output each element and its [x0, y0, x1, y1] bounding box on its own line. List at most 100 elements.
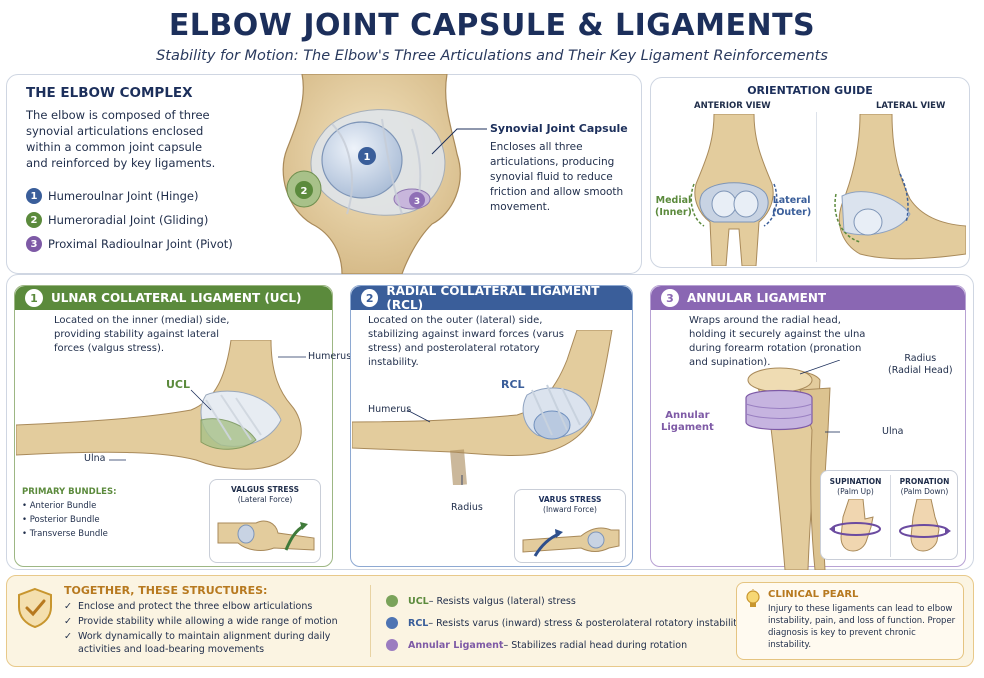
number-badge: 2	[361, 289, 379, 307]
number-badge: 1	[25, 289, 43, 307]
bundles-list: • Anterior Bundle • Posterior Bundle • T…	[22, 499, 108, 541]
legend-name: Annular Ligament	[408, 639, 504, 651]
legend-text: – Resists varus (inward) stress & poster…	[428, 617, 743, 629]
pronation-subtitle: (Palm Down)	[900, 487, 949, 496]
legend-item-ucl: UCL – Resists valgus (lateral) stress	[386, 590, 743, 612]
bundle-label: Transverse Bundle	[29, 529, 108, 539]
number-badge: 2	[26, 212, 42, 228]
anterior-view-label: ANTERIOR VIEW	[694, 101, 771, 111]
rcl-radius-label: Radius	[451, 502, 483, 513]
legend-dot	[386, 617, 398, 629]
legend-text: – Stabilizes radial head during rotation	[503, 639, 688, 651]
svg-text:2: 2	[301, 186, 308, 197]
lateral-view-illustration	[834, 114, 966, 260]
ucl-illustration	[16, 340, 306, 470]
joint-item-humeroradial: 2 Humeroradial Joint (Gliding)	[26, 208, 233, 232]
bundle-label: Posterior Bundle	[29, 515, 100, 525]
valgus-stress-title: VALGUS STRESS	[230, 485, 300, 494]
legend-dot	[386, 639, 398, 651]
valgus-stress-icon	[217, 520, 315, 551]
lateral-sub-text: (Outer)	[772, 207, 812, 218]
varus-stress-inset: VARUS STRESS (Inward Force)	[514, 489, 626, 563]
annular-description: Wraps around the radial head, holding it…	[689, 315, 866, 368]
lateral-view-label: LATERAL VIEW	[876, 101, 946, 111]
valgus-stress-subtitle: (Lateral Force)	[237, 495, 293, 504]
lightbulb-icon	[746, 589, 760, 607]
supination-title: SUPINATION	[829, 477, 882, 486]
radius-text: Radius	[904, 353, 937, 364]
supination-subtitle: (Palm Up)	[837, 487, 874, 496]
number-badge: 3	[26, 236, 42, 252]
clinical-pearl-title: CLINICAL PEARL	[768, 589, 859, 600]
check-icon: ✓	[64, 631, 72, 642]
elbow-complex-description: The elbow is composed of three synovial …	[26, 108, 216, 170]
check-icon: ✓	[64, 601, 72, 612]
legend-item-annular: Annular Ligament – Stabilizes radial hea…	[386, 634, 743, 656]
elbow-complex-illustration: 1 2 3	[282, 74, 487, 274]
lateral-text: Lateral	[772, 195, 811, 206]
pronation-title: PRONATION	[899, 477, 950, 486]
orientation-guide-title: ORIENTATION GUIDE	[747, 84, 873, 97]
rcl-description: Located on the outer (lateral) side, sta…	[368, 315, 564, 368]
bundle-item: • Transverse Bundle	[22, 529, 108, 539]
rotation-divider	[890, 475, 891, 557]
radial-head-text: (Radial Head)	[888, 365, 953, 376]
check-icon: ✓	[64, 616, 72, 627]
bundle-item: • Anterior Bundle	[22, 501, 97, 511]
bundle-label: Anterior Bundle	[29, 501, 97, 511]
rcl-card-header: 2 RADIAL COLLATERAL LIGAMENT (RCL)	[351, 284, 632, 312]
annular-label-line1: Annular	[665, 410, 710, 421]
together-item-text: Enclose and protect the three elbow arti…	[78, 601, 313, 612]
bundle-item: • Posterior Bundle	[22, 515, 100, 525]
bundles-title: PRIMARY BUNDLES:	[22, 487, 117, 497]
legend-name: UCL	[408, 595, 429, 607]
clinical-pearl-box	[736, 582, 964, 660]
annular-ligament-label: Annular Ligament	[661, 410, 714, 434]
ucl-description: Located on the inner (medial) side, prov…	[54, 315, 230, 354]
medial-sub-text: (Inner)	[655, 207, 692, 218]
pronation-hand-icon	[899, 499, 951, 552]
page-title: ELBOW JOINT CAPSULE & LIGAMENTS	[168, 8, 816, 43]
ucl-humerus-label: Humerus	[308, 351, 352, 362]
joint-list: 1 Humeroulnar Joint (Hinge) 2 Humeroradi…	[26, 184, 233, 256]
anterior-view-illustration	[690, 114, 778, 266]
together-item: ✓ Enclose and protect the three elbow art…	[64, 600, 364, 613]
rcl-illustration	[352, 330, 613, 485]
annular-label-line2: Ligament	[661, 422, 714, 433]
rcl-card-title: RADIAL COLLATERAL LIGAMENT (RCL)	[386, 284, 600, 312]
svg-text:3: 3	[414, 197, 420, 207]
number-badge: 1	[26, 188, 42, 204]
joint-label: Humeroradial Joint (Gliding)	[48, 213, 209, 227]
ligament-legend: UCL – Resists valgus (lateral) stress RC…	[386, 590, 743, 656]
together-item-text: Provide stability while allowing a wide …	[78, 616, 338, 627]
lateral-label: Lateral (Outer)	[772, 195, 811, 219]
joint-label: Proximal Radioulnar Joint (Pivot)	[48, 237, 233, 251]
annular-card-title: ANNULAR LIGAMENT	[687, 291, 827, 305]
rcl-humerus-label: Humerus	[368, 404, 412, 415]
valgus-stress-inset: VALGUS STRESS (Lateral Force)	[209, 479, 321, 563]
ucl-label: UCL	[166, 378, 191, 391]
varus-stress-title: VARUS STRESS	[538, 495, 602, 504]
summary-divider	[370, 585, 371, 657]
rcl-label: RCL	[501, 378, 525, 391]
together-item-text: Work dynamically to maintain alignment d…	[78, 631, 331, 655]
varus-stress-icon	[522, 527, 620, 557]
shield-check-icon	[18, 587, 52, 629]
ucl-ulna-label: Ulna	[84, 453, 106, 464]
legend-name: RCL	[408, 617, 429, 629]
ucl-card-title: ULNAR COLLATERAL LIGAMENT (UCL)	[51, 291, 302, 305]
medial-label: Medial (Inner)	[655, 195, 692, 219]
legend-text: – Resists valgus (lateral) stress	[428, 595, 576, 607]
capsule-title: Synovial Joint Capsule	[490, 122, 628, 135]
orientation-divider	[816, 112, 817, 262]
joint-label: Humeroulnar Joint (Hinge)	[48, 189, 199, 203]
joint-item-radioulnar: 3 Proximal Radioulnar Joint (Pivot)	[26, 232, 233, 256]
svg-text:1: 1	[364, 152, 371, 163]
joint-item-humeroulnar: 1 Humeroulnar Joint (Hinge)	[26, 184, 233, 208]
annular-card-header: 3 ANNULAR LIGAMENT	[651, 286, 965, 310]
annular-ulna-label: Ulna	[882, 426, 904, 437]
varus-stress-subtitle: (Inward Force)	[543, 505, 597, 514]
page-subtitle: Stability for Motion: The Elbow's Three …	[156, 48, 828, 64]
annular-radius-label: Radius (Radial Head)	[888, 353, 953, 377]
together-item: ✓ Work dynamically to maintain alignment …	[64, 630, 364, 656]
